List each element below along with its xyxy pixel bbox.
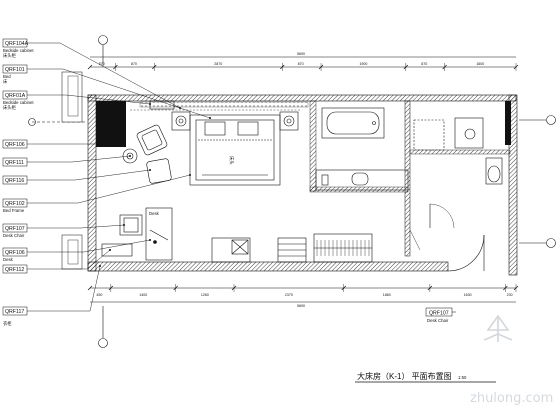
lounge-chairs <box>122 124 172 184</box>
bottom-dimension-label: 1630 <box>464 293 472 297</box>
top-dimension-label: 870 <box>298 62 304 66</box>
leader-code: QRF102 <box>5 201 25 207</box>
right-tag-code: QRF107 <box>429 311 449 317</box>
leader-note-cn: 床头柜 <box>3 52 17 59</box>
bottom-dimension-label: 230 <box>507 293 513 297</box>
leader-callout: QRF112 <box>2 249 111 274</box>
leader-note-cn: 床 <box>3 78 8 85</box>
wall-bottom <box>87 261 449 272</box>
leader-callout: QRF106 <box>2 139 103 149</box>
leader-note: Bed Frame <box>3 208 25 213</box>
leader-code: QRF117 <box>5 309 24 315</box>
top-dimension-label: 1600 <box>476 62 484 66</box>
leader-code: QRF104A <box>5 41 29 47</box>
column-block <box>96 101 126 147</box>
desk <box>101 207 173 261</box>
wall-left <box>87 94 97 272</box>
desk-label: Desk <box>149 211 160 216</box>
bottom-total-dimension: 5690 <box>297 304 305 308</box>
top-dimension-label: 1900 <box>359 62 367 66</box>
bottom-dimension-label: 1400 <box>139 293 147 297</box>
leader-note-cn: 衣柜 <box>3 320 12 327</box>
drawing-scale: 1:50 <box>458 375 467 380</box>
bottom-dimension-labels: 450 1400 1260 2370 1860 1630 230 <box>96 293 512 297</box>
leader-callout: QRF117 衣柜 <box>2 265 101 327</box>
walls <box>61 71 518 276</box>
axis-bubble-bottom-left <box>98 338 108 348</box>
wardrobe-zone <box>211 233 373 263</box>
axis-bubble-top-left <box>98 35 108 45</box>
leader-code: QRF01A <box>5 93 26 99</box>
leader-code: QRF106 <box>5 250 25 256</box>
axis-bubble-right-bottom <box>546 238 556 248</box>
leader-code: QRF106 <box>5 142 25 148</box>
axis-markers <box>28 35 556 348</box>
column-right <box>505 101 511 145</box>
drawing-title: 大床房（K-1） 平面布置图 <box>357 371 452 381</box>
top-dimension-label: 870 <box>421 62 427 66</box>
leader-note: Bedside cabinet <box>3 100 34 105</box>
bottom-dimension-label: 450 <box>96 293 102 297</box>
right-tag: QRF107 Desk Chair <box>425 307 456 323</box>
leader-callout: QRF111 <box>2 155 131 167</box>
leader-code: QRF116 <box>5 178 24 184</box>
top-total-dimension: 5690 <box>297 52 305 56</box>
leader-note: Bed <box>3 74 11 79</box>
bottom-dimension-chain <box>87 284 519 303</box>
bed-label: 床头 <box>228 156 235 165</box>
leader-note-cn: 床头柜 <box>3 104 17 111</box>
leader-callout: QRF116 <box>2 169 151 185</box>
leader-code: QRF101 <box>5 67 25 73</box>
bottom-dimension-label: 1260 <box>201 293 209 297</box>
leader-note: Desk <box>3 257 14 262</box>
bed <box>189 114 281 186</box>
wc-room <box>409 117 503 251</box>
wall-top <box>87 94 517 102</box>
leader-code: QRF111 <box>5 160 24 166</box>
bath-partition <box>404 100 411 257</box>
right-tag-note: Desk Chair <box>427 318 449 323</box>
top-dimension-labels: 570 870 2870 870 1900 870 1600 <box>99 62 485 66</box>
watermark: zhulong.com <box>470 314 553 406</box>
watermark-text: zhulong.com <box>470 391 553 406</box>
entry-door <box>447 234 485 272</box>
bathtub <box>321 107 385 139</box>
wall-right <box>508 94 518 276</box>
top-dimension-label: 570 <box>99 62 105 66</box>
vanity <box>315 169 409 191</box>
top-dimension-label: 2870 <box>214 62 222 66</box>
bottom-dimension-label: 1860 <box>383 293 391 297</box>
leader-note: Bedside cabinet <box>3 48 34 53</box>
leader-code: QRF107 <box>5 226 25 232</box>
top-dimension-label: 870 <box>131 62 137 66</box>
leader-note: Desk Chair <box>3 233 25 238</box>
bottom-dimension-label: 2370 <box>285 293 293 297</box>
top-dimension-chain <box>87 56 519 71</box>
leader-code: QRF112 <box>5 267 24 273</box>
drawing-title-block: 大床房（K-1） 平面布置图 1:50 <box>355 371 496 383</box>
axis-bubble-right-top <box>546 115 556 125</box>
